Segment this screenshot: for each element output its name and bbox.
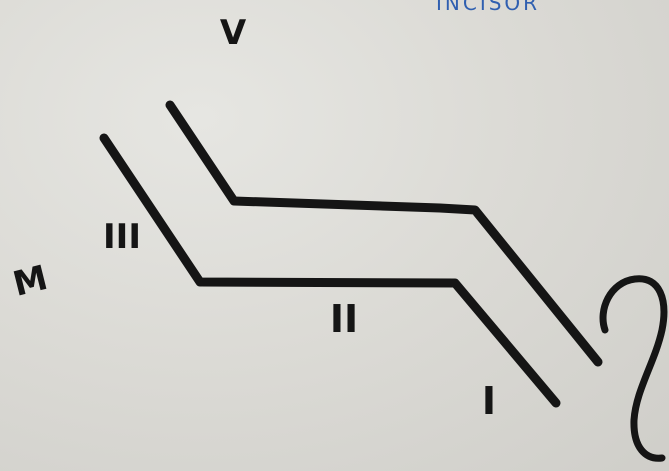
- label-v: V: [220, 13, 247, 53]
- brace-mark: [599, 275, 668, 462]
- label-one: I: [482, 379, 496, 423]
- label-m: M: [9, 258, 52, 305]
- upper-outline-line: [165, 100, 603, 367]
- lower-outline-line: [99, 133, 561, 408]
- label-three: III: [103, 217, 141, 257]
- corner-blue-text: INCISOR: [436, 0, 540, 15]
- label-two: II: [330, 297, 358, 341]
